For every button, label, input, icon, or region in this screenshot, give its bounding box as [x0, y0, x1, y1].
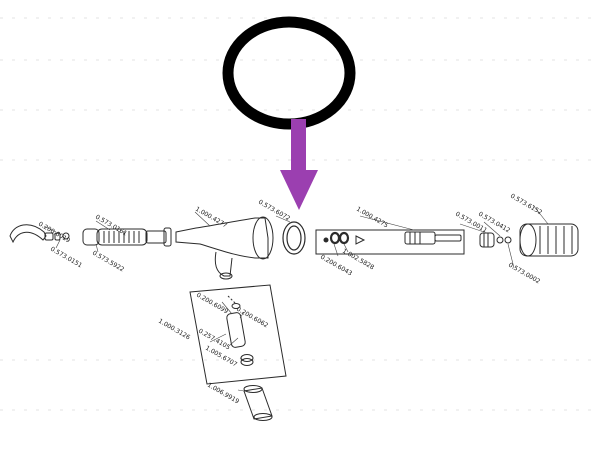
assembly-o-ring [282, 221, 306, 255]
label-0-200-6099: 0.200.6099 [195, 292, 229, 316]
label-0-573-6152: 0.573.6152 [509, 193, 543, 217]
label-1-000-3126: 1.000.3126 [157, 318, 191, 342]
handle-knob-part [519, 223, 579, 257]
highlight-arrow [280, 119, 318, 210]
label-1-005-6707: 1.005.6707 [204, 345, 238, 369]
bottom-tube-part [243, 385, 273, 421]
part-labels: 0.200.6019 0.573.0161 1.000.4277 0.573.6… [37, 193, 543, 406]
label-0-573-0002: 0.573.0002 [507, 262, 541, 286]
aerator-part [82, 227, 172, 247]
right-small-parts [479, 232, 512, 248]
highlighted-o-ring [222, 16, 356, 130]
label-1-000-4275: 1.000.4275 [355, 206, 389, 230]
shaft-assembly [315, 229, 465, 255]
valve-box [189, 284, 287, 385]
watermark-pattern [0, 17, 600, 411]
tap-body-part [175, 216, 274, 280]
label-1-006-9919: 1.006.9919 [206, 382, 240, 406]
leader-lines [43, 204, 549, 393]
label-0-573-0151: 0.573.0151 [49, 246, 83, 270]
label-0-573-5922: 0.573.5922 [91, 250, 125, 274]
spout-part [9, 224, 70, 244]
label-0-573-6072: 0.573.6072 [257, 199, 291, 223]
